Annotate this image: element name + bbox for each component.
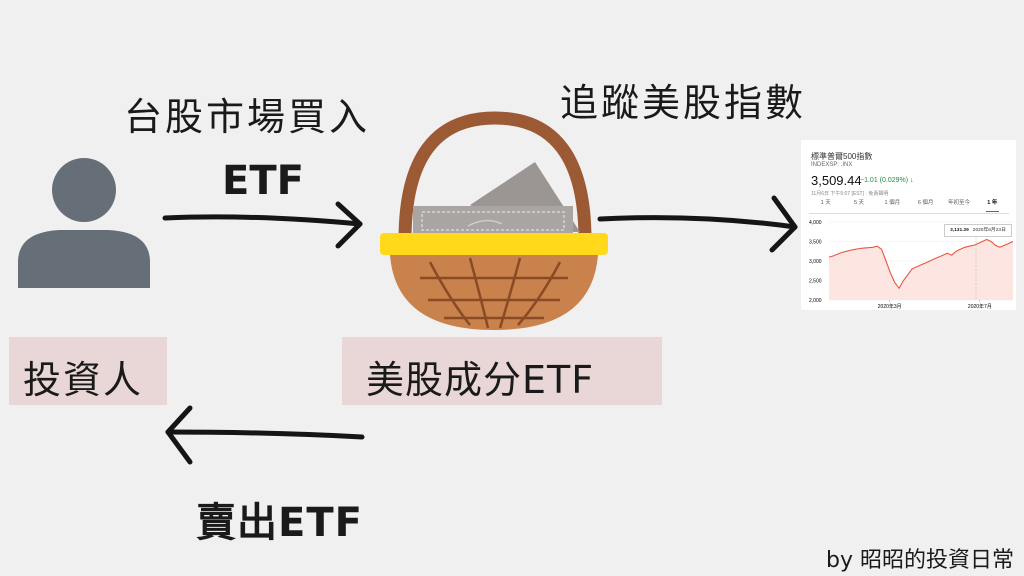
chart-change: −1.01 (0.029%) ↓ (860, 177, 914, 184)
tab-range[interactable]: 1 天 (820, 200, 831, 206)
y-tick-label: 3,500 (809, 239, 822, 245)
basket-tag: 美股成分ETF (342, 337, 662, 405)
tab-range-active[interactable]: 1 年 (976, 197, 1009, 213)
track-index-label: 追蹤美股指數 (560, 81, 807, 125)
basket-icon (380, 111, 608, 330)
investor-tag: 投資人 (9, 337, 167, 405)
tab-range[interactable]: 5 天 (853, 200, 865, 206)
chart-range-tabs: 1 天 5 天 1 個月 6 個月 年初至今 1 年 (809, 197, 1009, 213)
person-silhouette-icon (18, 158, 150, 288)
arrow-track (597, 195, 798, 253)
sp500-chart-card: 標準普爾500指數 INDEXSP: .INX 3,509.44 −1.01 (… (801, 140, 1016, 310)
basket-label: 美股成分ETF (366, 358, 595, 402)
chart-title: 標準普爾500指數 (811, 152, 873, 161)
tab-range[interactable]: 6 個月 (917, 200, 934, 206)
chart-meta: 11月6日 下午5:07 [EST] · 免責聲明 (811, 191, 889, 197)
etf-label: ETF (222, 158, 304, 204)
y-tick-label: 3,000 (809, 259, 822, 265)
series-line (828, 238, 1014, 290)
x-tick-label: 2020年7月 (968, 303, 992, 310)
arrow-sell (165, 405, 365, 465)
line-chart: 4,000 3,500 3,000 2,500 2,000 2020年3月 2020年7月 (809, 220, 1014, 310)
chart-price: 3,509.44 (811, 173, 862, 188)
y-tick-label: 2,500 (809, 278, 822, 284)
ticket-coupon-icon (413, 162, 580, 236)
arrow-buy (162, 201, 363, 249)
tooltip-value: 3,131.29 (950, 228, 969, 233)
tooltip-date: 2020年6月23日 (972, 228, 1006, 233)
footer-credit: by 昭昭的投資日常 (826, 548, 1014, 573)
investor-label: 投資人 (23, 358, 144, 402)
buy-in-tw-label: 台股市場買入 (124, 95, 371, 139)
chart-divider (809, 213, 1009, 214)
y-tick-label: 4,000 (809, 220, 822, 226)
y-tick-label: 2,000 (809, 298, 822, 304)
chart-ticker: INDEXSP: .INX (811, 162, 853, 168)
series-area (829, 239, 1013, 300)
tab-range[interactable]: 1 個月 (884, 200, 901, 206)
x-tick-label: 2020年3月 (878, 303, 902, 310)
tab-range[interactable]: 年初至今 (947, 200, 970, 206)
sell-etf-label: 賣出ETF (196, 500, 363, 546)
